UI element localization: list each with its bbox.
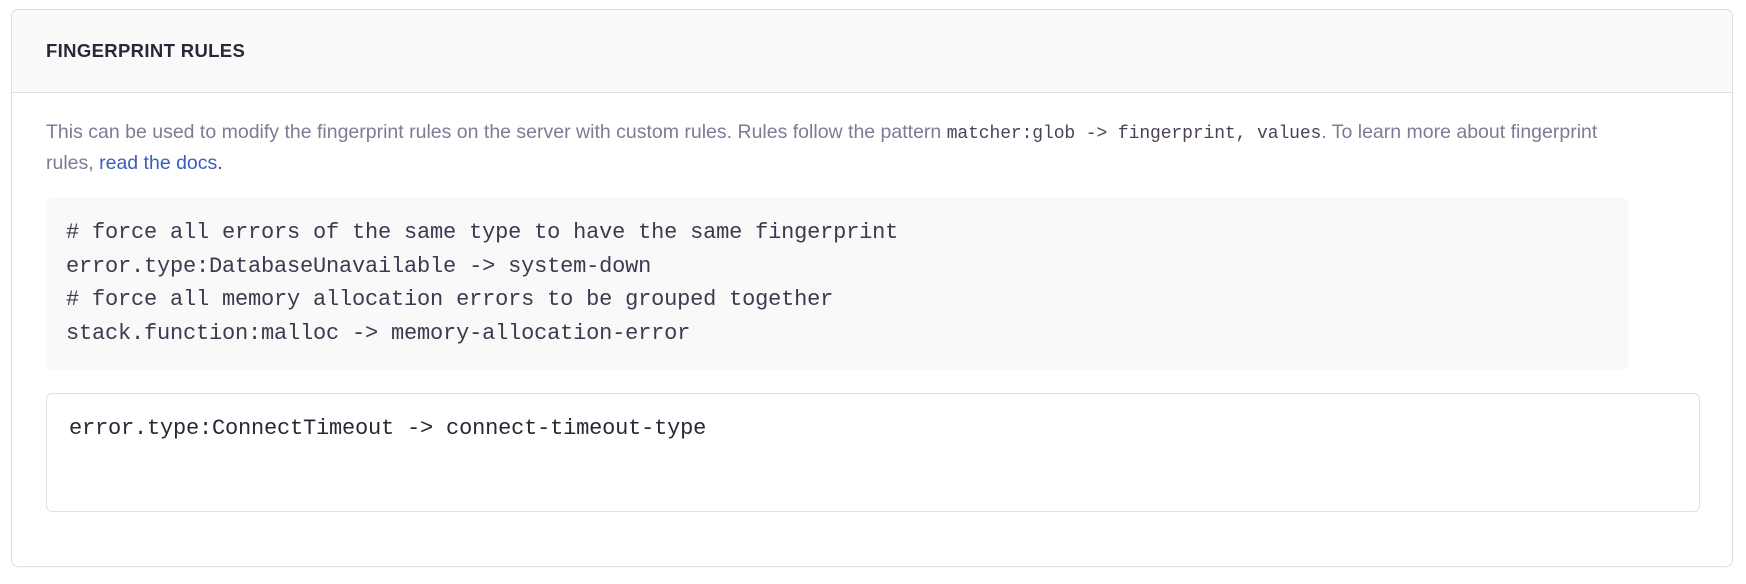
description-trailing: . <box>217 152 223 175</box>
fingerprint-rules-panel: FINGERPRINT RULES This can be used to mo… <box>11 9 1733 567</box>
example-code-text: # force all errors of the same type to h… <box>66 220 899 346</box>
fingerprint-rules-textarea[interactable] <box>46 392 1700 512</box>
example-code-block: # force all errors of the same type to h… <box>46 197 1628 370</box>
panel-body: This can be used to modify the fingerpri… <box>12 93 1732 512</box>
read-the-docs-link[interactable]: read the docs <box>99 152 218 175</box>
description-after-code: . To learn more about fingerprint rules, <box>46 121 1598 175</box>
rules-input-container <box>46 392 1700 512</box>
panel-header: FINGERPRINT RULES <box>12 10 1732 93</box>
page-title: FINGERPRINT RULES <box>46 39 246 61</box>
description-lead: This can be used to modify the fingerpri… <box>46 121 947 143</box>
description-text: This can be used to modify the fingerpri… <box>46 117 1606 179</box>
inline-code-pattern: matcher:glob -> fingerprint, values <box>946 124 1322 144</box>
